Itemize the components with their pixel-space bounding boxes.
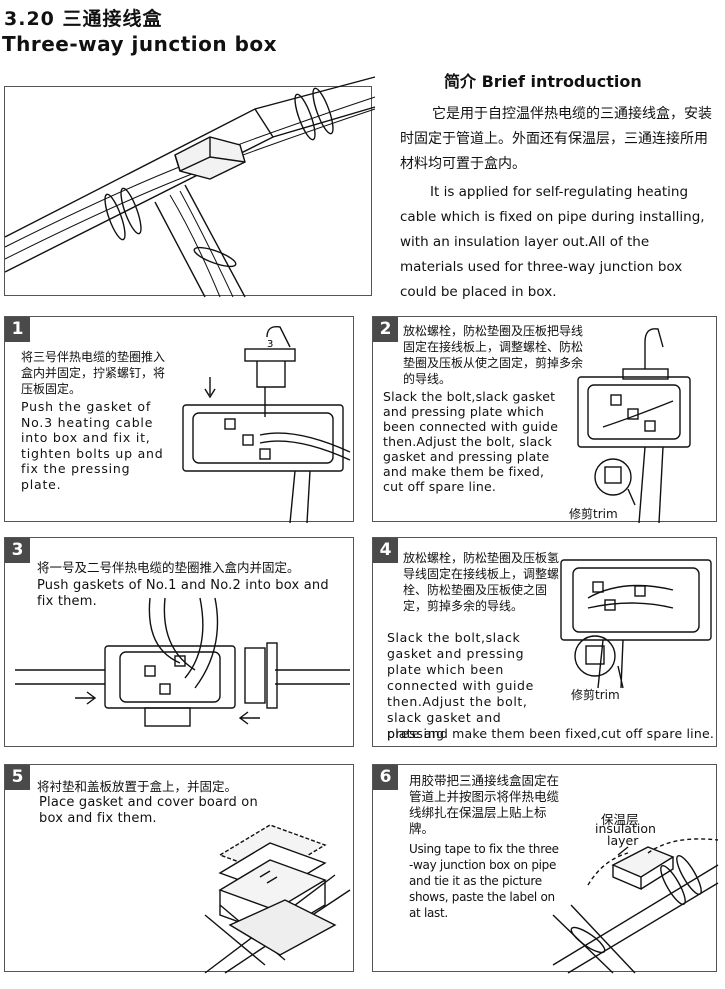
step-number: 2 [373, 317, 398, 342]
step-5-panel: 5 将衬垫和盖板放置于盒上，并固定。 Place gasket and cove… [4, 764, 354, 974]
step-text-cn: 放松螺栓，防松垫圈及压板把导线固定在接线板上，调整螺栓、防松垫圈及压板从使之固定… [403, 324, 584, 386]
step-text-en: Using tape to fix the three -way junctio… [409, 842, 559, 920]
cable-number-label: 3 [267, 339, 273, 350]
title-en: Three-way junction box [2, 32, 278, 56]
step-text-en: Slack the bolt,slack gasket and pressing… [383, 389, 559, 494]
step-text-en: Place gasket and cover board on box and … [39, 795, 258, 826]
trim-label: 修剪trim [569, 507, 618, 521]
step-3-panel: 3 将一号及二号伴热电缆的垫圈推入盒内并固定。 Push gaskets of … [4, 537, 354, 747]
step-4-diagram [560, 559, 712, 689]
three-way-pipe-drawing [4, 76, 376, 298]
step-number: 6 [373, 765, 398, 790]
step-1-diagram: 3 [182, 326, 351, 524]
step-text-cn: 放松螺栓，防松垫圈及压板氢导线固定在接线板上，调整螺栓、防松垫圈及压板使之固定，… [403, 551, 560, 613]
step-6-diagram [552, 838, 719, 974]
step-text-cn: 将三号伴热电缆的垫圈推入盒内并固定，拧紧螺钉，将压板固定。 [21, 350, 166, 396]
insulation-label-en-2: layer [607, 833, 639, 848]
step-2-diagram [577, 328, 691, 524]
step-text-en: Slack the bolt,slack gasket and pressing… [387, 630, 534, 741]
trim-label: 修剪trim [571, 688, 620, 702]
step-4-panel: 4 放松螺栓，防松垫圈及压板氢导线固定在接线板上，调整螺栓、防松垫圈及压板使之固… [372, 537, 717, 747]
step-number: 4 [373, 538, 398, 563]
step-5-diagram [204, 824, 351, 974]
step-2-panel: 2 放松螺栓，防松垫圈及压板把导线固定在接线板上，调整螺栓、防松垫圈及压板从使之… [372, 316, 717, 524]
step-text-en: Push gaskets of No.1 and No.2 into box a… [37, 578, 329, 609]
step-3-diagram [15, 597, 350, 727]
hero-illustration [4, 76, 376, 298]
step-number: 3 [5, 538, 30, 563]
insulation-label-en: insulation [595, 821, 656, 836]
title-cn: 3.20 三通接线盒 [4, 8, 163, 30]
step-text-cn: 用胶带把三通接线盒固定在管道上并按图示将伴热电缆线绑扎在保温层上贴上标牌。 [409, 773, 560, 836]
intro-heading: 简介 Brief introduction [444, 72, 642, 91]
step-text-en: Push the gasket of No.3 heating cable in… [21, 399, 164, 492]
step-text-en-continued: plate and make them been fixed,cut off s… [387, 726, 715, 741]
step-number: 1 [5, 317, 30, 342]
intro-text-cn: 它是用于自控温伴热电缆的三通接线盒，安装时固定于管道上。外面还有保温层，三通连接… [400, 106, 712, 172]
insulation-label-cn: 保温层 [601, 812, 639, 827]
intro-text-en: It is applied for self-regulating heatin… [400, 184, 705, 300]
step-1-panel: 1 将三号伴热电缆的垫圈推入盒内并固定，拧紧螺钉，将压板固定。 Push the… [4, 316, 354, 524]
step-text-cn: 将衬垫和盖板放置于盒上，并固定。 [37, 779, 238, 794]
step-number: 5 [5, 765, 30, 790]
step-text-cn: 将一号及二号伴热电缆的垫圈推入盒内并固定。 [37, 560, 300, 575]
step-6-panel: 6 用胶带把三通接线盒固定在管道上并按图示将伴热电缆线绑扎在保温层上贴上标牌。 … [372, 764, 719, 974]
